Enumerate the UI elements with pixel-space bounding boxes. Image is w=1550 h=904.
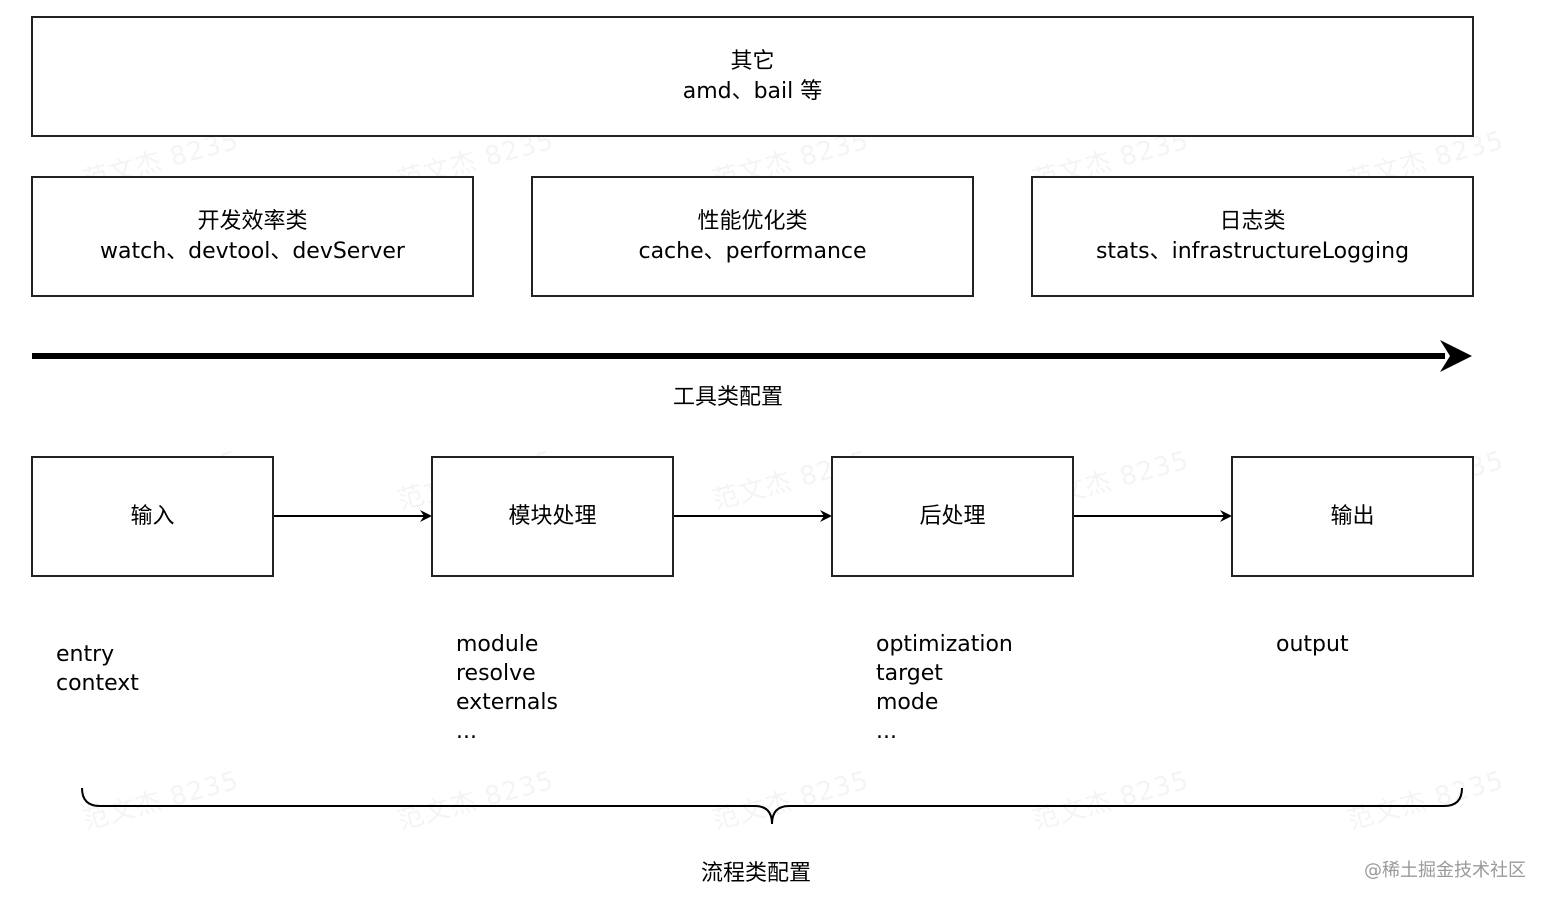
other-config-title: 其它	[730, 48, 775, 74]
performance-box: 性能优化类 cache、performance	[531, 176, 974, 297]
flow-step-input: 输入	[31, 456, 274, 577]
other-config-box: 其它 amd、bail 等	[31, 16, 1474, 137]
option-item: context	[56, 671, 139, 696]
performance-title: 性能优化类	[697, 208, 808, 234]
watermark: 范文杰 8235	[1343, 760, 1508, 837]
watermark: 范文杰 8235	[1028, 760, 1193, 837]
logging-title: 日志类	[1219, 208, 1286, 234]
logging-subtitle: stats、infrastructureLogging	[1095, 238, 1410, 264]
output-options-list: output	[1276, 630, 1349, 659]
dev-efficiency-title: 开发效率类	[197, 208, 308, 234]
flow-label: 流程类配置	[701, 861, 812, 886]
watermark: 范文杰 8235	[393, 760, 558, 837]
flow-step-module: 模块处理	[431, 456, 674, 577]
other-config-subtitle: amd、bail 等	[682, 78, 823, 104]
performance-subtitle: cache、performance	[638, 238, 867, 264]
option-item: externals	[456, 690, 558, 715]
tool-axis-label: 工具类配置	[673, 385, 784, 410]
module-options-list: module resolve externals ...	[456, 630, 558, 746]
option-item: ...	[456, 719, 477, 744]
tool-axis-arrowhead	[1440, 340, 1472, 372]
source-credit: @稀土掘金技术社区	[1364, 860, 1526, 881]
option-item: ...	[876, 719, 897, 744]
option-item: optimization	[876, 632, 1013, 657]
post-options-list: optimization target mode ...	[876, 630, 1013, 746]
flow-step-output-title: 输出	[1330, 503, 1375, 529]
flow-step-module-title: 模块处理	[508, 503, 597, 529]
flow-step-output: 输出	[1231, 456, 1474, 577]
watermark: 范文杰 8235	[708, 760, 873, 837]
option-item: entry	[56, 642, 115, 667]
input-options-list: entry context	[56, 640, 139, 698]
option-item: module	[456, 632, 539, 657]
watermark: 范文杰 8235	[78, 760, 243, 837]
dev-efficiency-box: 开发效率类 watch、devtool、devServer	[31, 176, 474, 297]
option-item: target	[876, 661, 943, 686]
option-item: resolve	[456, 661, 536, 686]
logging-box: 日志类 stats、infrastructureLogging	[1031, 176, 1474, 297]
dev-efficiency-subtitle: watch、devtool、devServer	[100, 238, 405, 264]
flow-step-input-title: 输入	[130, 503, 175, 529]
flow-step-post-title: 后处理	[919, 503, 986, 529]
option-item: mode	[876, 690, 939, 715]
option-item: output	[1276, 632, 1349, 657]
flow-step-post: 后处理	[831, 456, 1074, 577]
